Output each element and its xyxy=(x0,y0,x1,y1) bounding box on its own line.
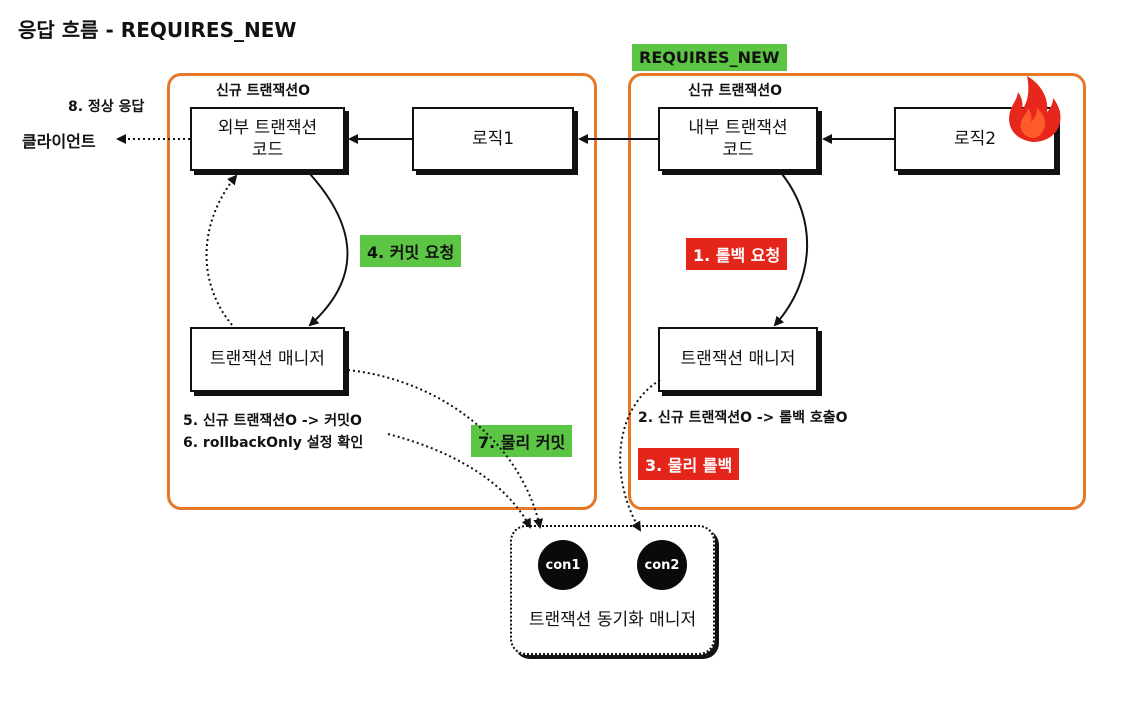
outer-transaction-code-label: 외부 트랜잭션 코드 xyxy=(217,117,318,160)
arrow-physical-commit xyxy=(347,369,544,529)
arrow-rollbackonly-check xyxy=(387,433,531,529)
requires-new-badge: REQUIRES_NEW xyxy=(632,44,787,71)
logic1-label: 로직1 xyxy=(471,128,515,149)
inner-transaction-code-box: 내부 트랜잭션 코드 xyxy=(658,107,818,171)
con1-label: con1 xyxy=(545,557,581,573)
inner-transaction-manager-label: 트랜잭션 매니저 xyxy=(680,349,796,370)
inner-transaction-frame xyxy=(628,73,1086,510)
logic2-label: 로직2 xyxy=(953,128,997,149)
step6-label: 6. rollbackOnly 설정 확인 xyxy=(183,435,364,451)
step3-tag: 3. 물리 롤백 xyxy=(638,448,740,480)
page-title: 응답 흐름 - REQUIRES_NEW xyxy=(18,18,297,42)
arrow-rollback-request xyxy=(773,173,808,327)
arrow-physical-rollback xyxy=(619,379,661,532)
arrow-commit-request xyxy=(308,173,349,327)
fire-icon xyxy=(1009,76,1061,142)
inner-transaction-code-label: 내부 트랜잭션 코드 xyxy=(688,117,788,160)
inner-transaction-manager-box: 트랜잭션 매니저 xyxy=(658,327,818,392)
con1-connection: con1 xyxy=(538,540,588,590)
outer-transaction-manager-box: 트랜잭션 매니저 xyxy=(190,327,345,392)
step4-tag: 4. 커밋 요청 xyxy=(360,235,462,267)
outer-transaction-manager-label: 트랜잭션 매니저 xyxy=(210,349,325,370)
outer-transaction-frame xyxy=(167,73,597,510)
outer-transaction-code-box: 외부 트랜잭션 코드 xyxy=(190,107,345,171)
client-label: 클라이언트 xyxy=(22,132,96,151)
outer-tx-label: 신규 트랜잭션O xyxy=(216,83,311,99)
step7-tag: 7. 물리 커밋 xyxy=(471,425,573,457)
logic1-box: 로직1 xyxy=(412,107,574,171)
step2-label: 2. 신규 트랜잭션O -> 롤백 호출O xyxy=(638,410,848,426)
con2-connection: con2 xyxy=(637,540,687,590)
step5-label: 5. 신규 트랜잭션O -> 커밋O xyxy=(183,413,362,429)
step8-label: 8. 정상 응답 xyxy=(68,99,145,115)
transaction-sync-manager-label: 트랜잭션 동기화 매니저 xyxy=(528,610,697,630)
inner-tx-label: 신규 트랜잭션O xyxy=(688,83,783,99)
con2-label: con2 xyxy=(644,557,680,573)
arrow-manager-to-outer-code xyxy=(205,174,238,326)
step1-tag: 1. 롤백 요청 xyxy=(686,238,788,270)
